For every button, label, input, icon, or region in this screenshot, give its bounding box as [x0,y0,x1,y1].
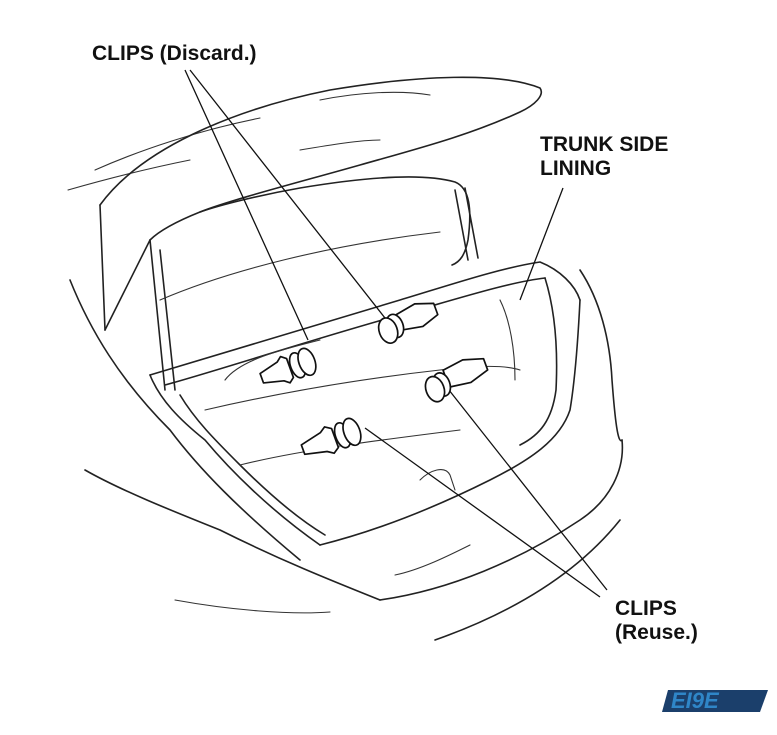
leader-reuse-2 [364,427,601,598]
clips-reuse-line1: CLIPS [615,597,677,620]
leader-discard-2 [189,69,386,319]
svg-text:EI9E: EI9E [671,688,720,713]
clip-reuse-right [424,357,489,403]
trunk-side-lining-label: TRUNK SIDE LINING [540,133,668,181]
clip-reuse-lower [300,417,362,456]
leader-discard-1 [184,69,309,341]
leader-reuse-1 [444,384,608,591]
trunk-side-lining-line2: LINING [540,157,612,180]
clips-reuse-label: CLIPS (Reuse.) [615,597,698,645]
trunk-side-lining-line1: TRUNK SIDE [540,133,669,156]
clip-discard-left [259,347,317,384]
clips-discard-label: CLIPS (Discard.) [92,42,257,65]
trunk-lid [99,76,542,391]
leader-lines [184,69,608,598]
leader-lining [519,187,564,301]
clips-reuse-line2: (Reuse.) [615,621,698,644]
clip-discard-upper [377,302,439,344]
ei9e-logo-watermark: EI9E [662,688,768,713]
trunk-opening [149,261,581,546]
